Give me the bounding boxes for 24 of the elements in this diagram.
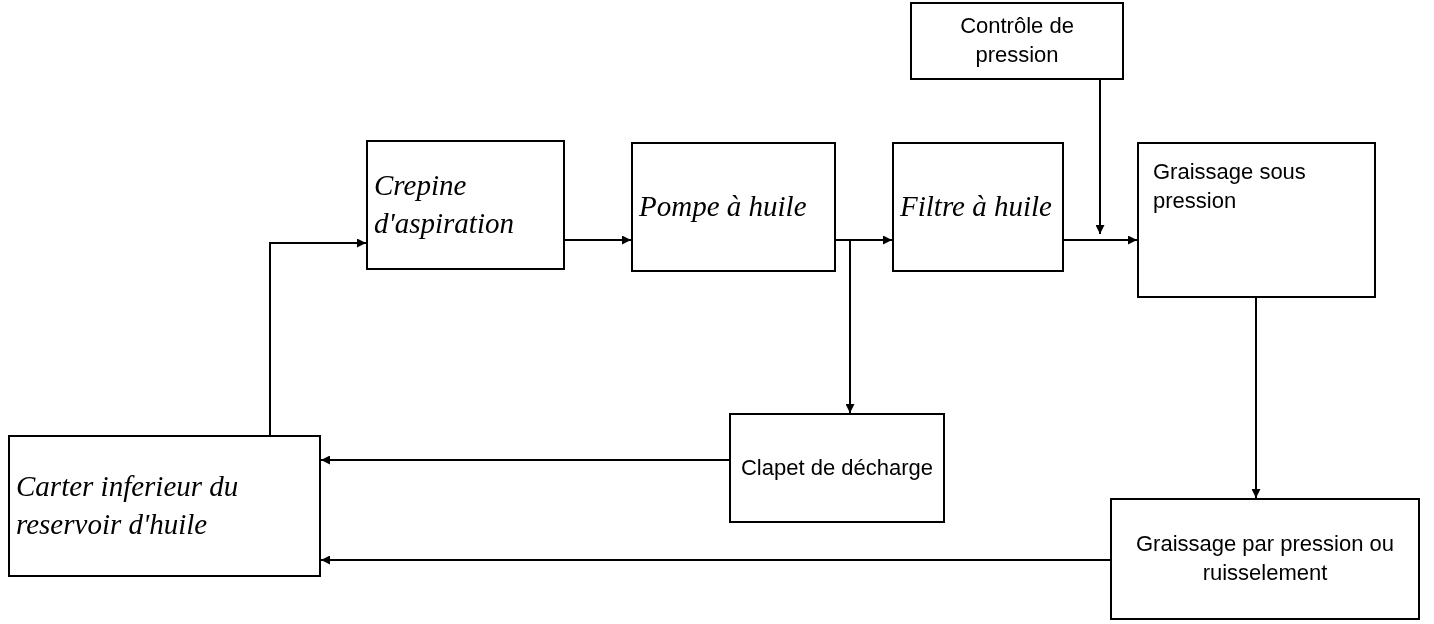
arrow — [320, 555, 1111, 565]
arrow — [1095, 79, 1105, 235]
process-box — [729, 413, 945, 523]
arrow — [269, 238, 367, 436]
box-label: Graissage par pression ou ruisselement — [1135, 530, 1395, 587]
arrow — [564, 235, 632, 245]
process-box — [892, 142, 1064, 272]
box-label: Contrôle de pression — [959, 12, 1075, 69]
box-label: Filtre à huile — [900, 189, 1052, 225]
arrow — [835, 239, 855, 414]
process-box — [1137, 142, 1376, 298]
arrow — [320, 455, 730, 465]
box-label: Crepine d'aspiration — [374, 168, 515, 241]
arrow — [1063, 235, 1138, 245]
arrow — [1251, 297, 1261, 499]
process-box — [910, 2, 1124, 80]
process-box — [366, 140, 565, 270]
box-label: Pompe à huile — [639, 189, 807, 225]
box-label: Graissage sous pression — [1153, 158, 1307, 215]
process-box — [1110, 498, 1420, 620]
box-label: Carter inferieur du reservoir d'huile — [16, 469, 240, 542]
process-box — [8, 435, 321, 577]
process-box — [631, 142, 836, 272]
box-label: Clapet de décharge — [741, 453, 933, 482]
